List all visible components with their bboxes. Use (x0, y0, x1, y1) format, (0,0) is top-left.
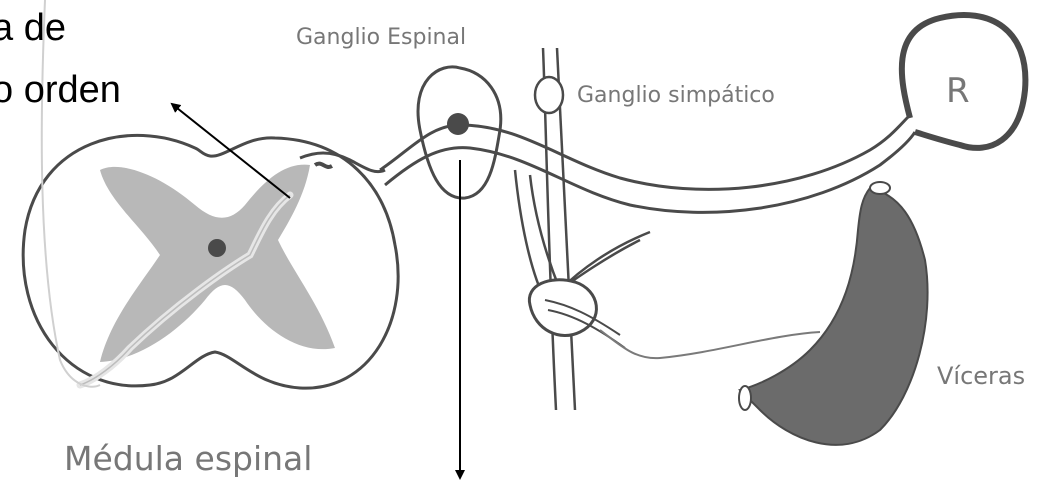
top-left-label-line1: a de (0, 7, 66, 49)
viscera-organ (740, 188, 928, 445)
ganglio-simpatico-label: Ganglio simpático (577, 83, 775, 108)
viscera-bottom-opening (739, 386, 751, 410)
ganglio-espinal-label: Ganglio Espinal (296, 25, 466, 50)
top-left-label-line2: o orden (0, 69, 121, 111)
interneuron-body (208, 239, 226, 257)
sympathetic-ganglion-upper (535, 77, 563, 113)
ramus-outer (515, 170, 640, 300)
receptor-label: R (946, 71, 970, 111)
prevertebral-ganglion (529, 280, 596, 336)
visceras-label: Víceras (937, 362, 1025, 390)
medula-espinal-label: Médula espinal (64, 439, 312, 478)
visceral-nerve (600, 330, 820, 358)
viscera-top-opening (870, 182, 890, 194)
